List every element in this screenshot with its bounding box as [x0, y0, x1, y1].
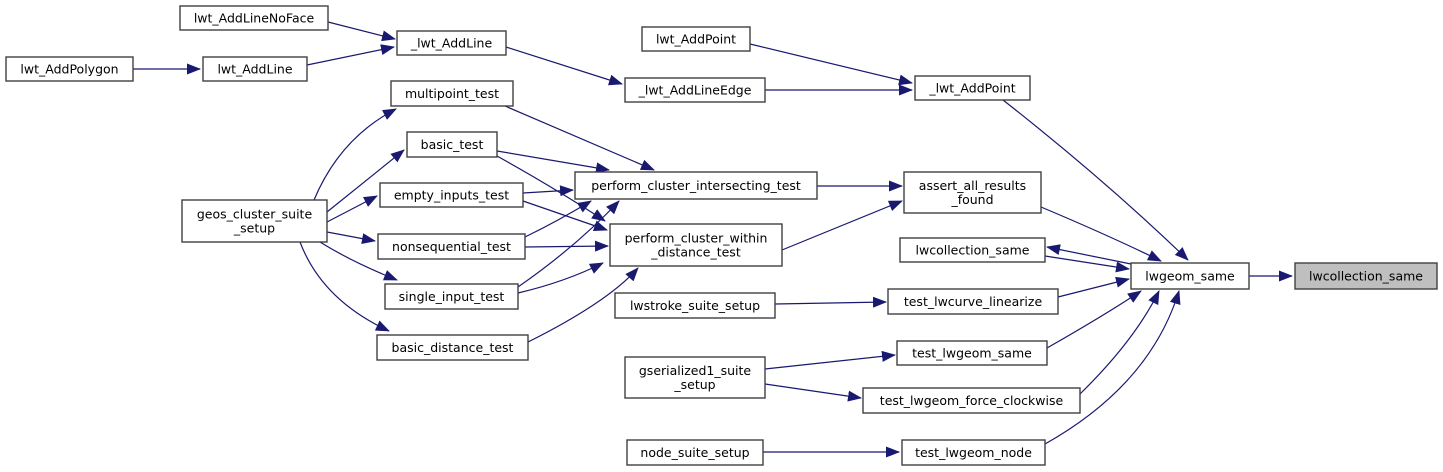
node-lwt_AddPolygon[interactable]: lwt_AddPolygon	[5, 56, 134, 82]
node-lwgeom_same[interactable]: lwgeom_same	[1130, 262, 1250, 290]
node-perform_cluster_intersecting_test[interactable]: perform_cluster_intersecting_test	[574, 171, 818, 200]
edge-test_lwgeom_force_clockwise-to-lwgeom_same	[1079, 290, 1160, 395]
node-basic_distance_test[interactable]: basic_distance_test	[376, 334, 529, 361]
node-label: lwcollection_same	[1309, 269, 1423, 284]
node-label: perform_cluster_within_distance_test	[625, 231, 768, 260]
node-label: empty_inputs_test	[394, 188, 509, 203]
edge-basic_distance_test-to-perform_cluster_within_distance_test	[527, 267, 639, 343]
edge-geos_cluster_suite_setup-to-basic_distance_test	[299, 241, 390, 332]
node-nonsequential_test[interactable]: nonsequential_test	[377, 233, 526, 260]
edge-geos_cluster_suite_setup-to-single_input_test	[319, 241, 398, 281]
node-single_input_test[interactable]: single_input_test	[384, 283, 519, 310]
node-label: test_lwcurve_linearize	[904, 294, 1043, 309]
node-assert_all_results_found[interactable]: assert_all_results_found	[903, 171, 1042, 214]
node-test_lwgeom_node[interactable]: test_lwgeom_node	[901, 439, 1046, 466]
edge-empty_inputs_test-to-perform_cluster_intersecting_test	[522, 185, 574, 197]
node-_lwt_AddLineEdge[interactable]: _lwt_AddLineEdge	[624, 77, 766, 103]
edge-nonsequential_test-to-perform_cluster_within_distance_test	[524, 240, 609, 252]
node-label: test_lwgeom_force_clockwise	[880, 393, 1064, 408]
edge-gserialized1_suite_setup-to-test_lwgeom_same	[764, 350, 896, 370]
node-label: lwt_AddPoint	[656, 32, 736, 47]
node-label: perform_cluster_intersecting_test	[591, 178, 801, 193]
edge-lwt_AddPoint-to-_lwt_AddPoint	[749, 43, 913, 86]
edge-perform_cluster_within_distance_test-to-assert_all_results_found	[781, 200, 903, 251]
node-multipoint_test[interactable]: multipoint_test	[390, 80, 514, 107]
node-label: lwt_AddPolygon	[20, 62, 118, 77]
node-lwstroke_suite_setup[interactable]: lwstroke_suite_setup	[614, 292, 776, 319]
node-label: _lwt_AddLine	[410, 36, 493, 51]
edge-lwt_AddLineNoFace-to-_lwt_AddLine	[327, 21, 396, 42]
edge-geos_cluster_suite_setup-to-empty_inputs_test	[326, 195, 378, 223]
node-label: basic_test	[421, 137, 484, 152]
node-lwt_AddLine[interactable]: lwt_AddLine	[202, 56, 308, 82]
node-label: test_lwgeom_same	[912, 346, 1032, 361]
node-label: single_input_test	[399, 289, 505, 304]
node-gserialized1_suite_setup[interactable]: gserialized1_suite_setup	[624, 356, 766, 399]
edge-lwt_AddLine-to-_lwt_AddLine	[306, 44, 395, 66]
edge-nonsequential_test-to-perform_cluster_intersecting_test	[524, 200, 592, 238]
edge-basic_test-to-perform_cluster_within_distance_test	[496, 155, 606, 222]
edge-lwgeom_same-to-lwcollection_same_caller	[1046, 244, 1132, 265]
node-basic_test[interactable]: basic_test	[406, 131, 498, 158]
node-node_suite_setup[interactable]: node_suite_setup	[626, 439, 764, 466]
edge-test_lwgeom_same-to-lwgeom_same	[1046, 290, 1142, 349]
node-label: lwstroke_suite_setup	[630, 298, 760, 313]
edge-lwcollection_same_caller-to-lwgeom_same	[1044, 255, 1130, 273]
node-_lwt_AddPoint[interactable]: _lwt_AddPoint	[914, 75, 1031, 101]
edge-lwstroke_suite_setup-to-test_lwcurve_linearize	[774, 296, 887, 308]
edge-basic_test-to-perform_cluster_intersecting_test	[496, 150, 610, 174]
node-empty_inputs_test[interactable]: empty_inputs_test	[379, 182, 524, 208]
node-label: lwt_AddLineNoFace	[194, 11, 315, 26]
edge-_lwt_AddPoint-to-lwgeom_same	[1002, 99, 1189, 261]
node-label: node_suite_setup	[640, 445, 749, 460]
edge-geos_cluster_suite_setup-to-basic_test	[326, 149, 405, 213]
node-label: basic_distance_test	[392, 340, 514, 355]
node-label: nonsequential_test	[392, 239, 511, 254]
node-test_lwgeom_same[interactable]: test_lwgeom_same	[896, 340, 1048, 366]
node-lwcollection_same_caller[interactable]: lwcollection_same	[899, 237, 1046, 263]
edge-gserialized1_suite_setup-to-test_lwgeom_force_clockwise	[764, 383, 862, 402]
node-perform_cluster_within_distance_test[interactable]: perform_cluster_within_distance_test	[609, 223, 783, 267]
node-label: test_lwgeom_node	[915, 445, 1032, 460]
edge-single_input_test-to-perform_cluster_intersecting_test	[517, 200, 620, 288]
node-lwt_AddPoint[interactable]: lwt_AddPoint	[641, 26, 751, 52]
node-label: _lwt_AddLineEdge	[638, 83, 752, 98]
edge-_lwt_AddLine-to-_lwt_AddLineEdge	[505, 46, 623, 86]
node-label: lwt_AddLine	[217, 62, 292, 77]
node-lwt_AddLineNoFace[interactable]: lwt_AddLineNoFace	[179, 5, 329, 31]
edge-assert_all_results_found-to-lwgeom_same	[1040, 206, 1162, 262]
edge-test_lwcurve_linearize-to-lwgeom_same	[1057, 276, 1130, 298]
node-_lwt_AddLine[interactable]: _lwt_AddLine	[396, 30, 507, 56]
node-label: multipoint_test	[405, 86, 499, 101]
edge-test_lwgeom_node-to-lwgeom_same	[1044, 290, 1181, 445]
edge-geos_cluster_suite_setup-to-multipoint_test	[313, 108, 397, 201]
node-test_lwgeom_force_clockwise[interactable]: test_lwgeom_force_clockwise	[862, 387, 1081, 414]
node-label: lwcollection_same	[916, 243, 1030, 258]
node-label: assert_all_results_found	[919, 178, 1026, 207]
node-label: geos_cluster_suite_setup	[197, 207, 313, 236]
node-label: _lwt_AddPoint	[928, 81, 1015, 96]
node-label: lwgeom_same	[1145, 269, 1235, 284]
node-label: gserialized1_suite_setup	[639, 363, 752, 392]
node-test_lwcurve_linearize[interactable]: test_lwcurve_linearize	[887, 288, 1059, 315]
node-lwcollection_same: lwcollection_same	[1294, 262, 1438, 290]
edge-single_input_test-to-perform_cluster_within_distance_test	[517, 262, 604, 294]
edge-geos_cluster_suite_setup-to-nonsequential_test	[326, 231, 376, 245]
edge-multipoint_test-to-perform_cluster_intersecting_test	[504, 105, 655, 171]
node-geos_cluster_suite_setup[interactable]: geos_cluster_suite_setup	[181, 199, 328, 243]
